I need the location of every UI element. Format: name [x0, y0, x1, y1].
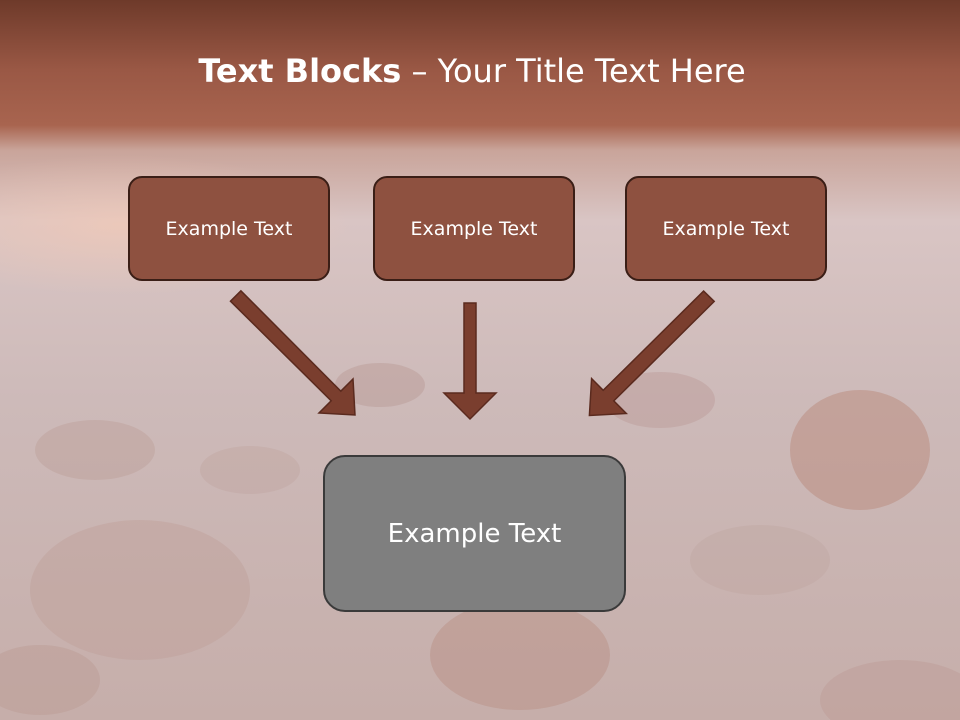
title-bold: Text Blocks: [198, 52, 402, 90]
text-block-2[interactable]: Example Text: [373, 176, 575, 281]
text-block-1[interactable]: Example Text: [128, 176, 330, 281]
target-block[interactable]: Example Text: [323, 455, 626, 612]
arrow-center: [442, 302, 498, 421]
slide-title: Text Blocks – Your Title Text Here: [0, 52, 944, 90]
title-rest: Your Title Text Here: [437, 52, 746, 90]
arrow-right: [588, 290, 716, 417]
arrow-left: [229, 289, 356, 416]
title-dash: –: [411, 52, 428, 90]
text-block-3[interactable]: Example Text: [625, 176, 827, 281]
